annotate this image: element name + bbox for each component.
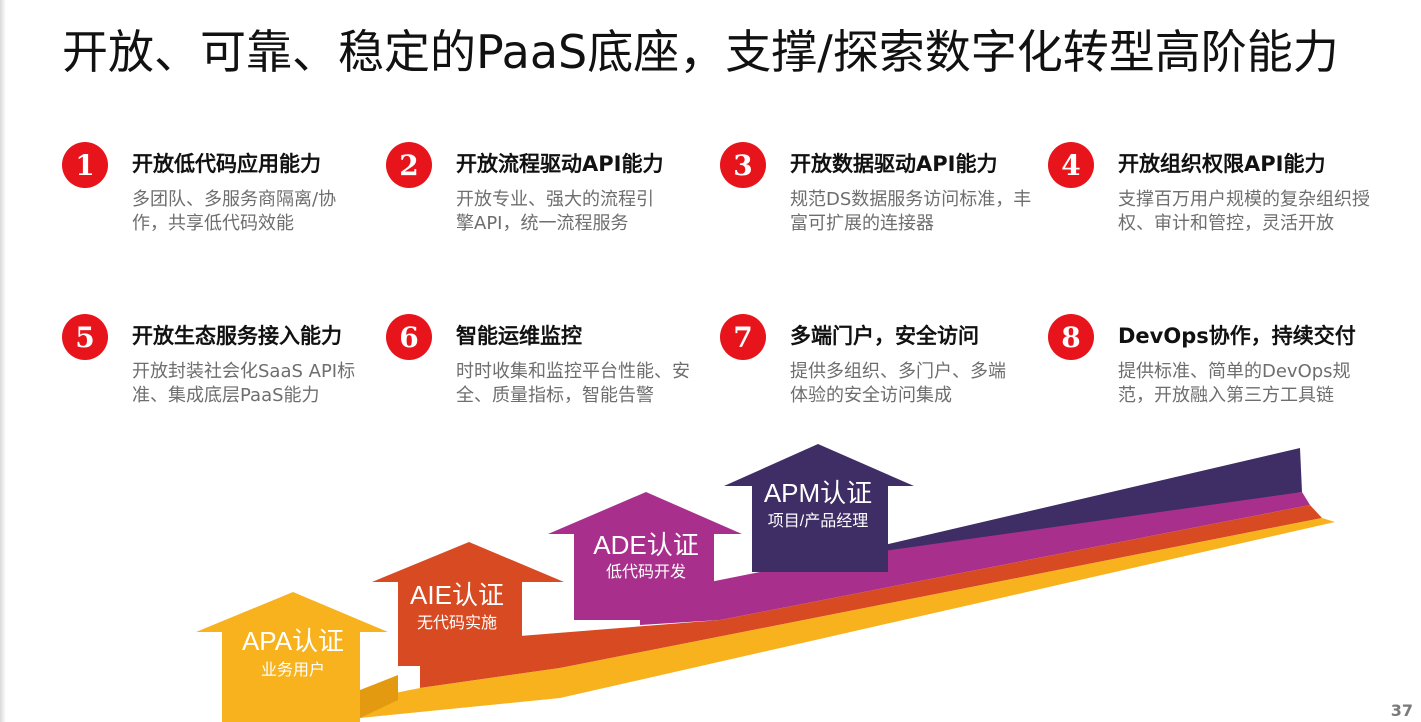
ribbon-yellow bbox=[360, 518, 1335, 718]
feature-description: 多团队、多服务商隔离/协作，共享低代码效能 bbox=[132, 189, 337, 234]
apa-cert-audience: 业务用户 bbox=[261, 661, 325, 679]
feature-title: DevOps协作，持续交付 bbox=[1118, 324, 1356, 348]
apm-arrow: APM认证 项目/产品经理 bbox=[724, 444, 914, 572]
aie-cert-audience: 无代码实施 bbox=[417, 614, 497, 632]
number-badge: 3 bbox=[720, 142, 766, 188]
feature-description: 规范DS数据服务访问标准，丰富可扩展的连接器 bbox=[790, 189, 1032, 234]
ade-cert-audience: 低代码开发 bbox=[606, 563, 686, 581]
feature-description: 提供标准、简单的DevOps规范，开放融入第三方工具链 bbox=[1118, 361, 1351, 406]
page-number: 37 bbox=[1390, 701, 1413, 720]
page-title: 开放、可靠、稳定的PaaS底座，支撑/探索数字化转型高阶能力 bbox=[62, 25, 1339, 79]
aie-cert-name: AIE认证 bbox=[410, 580, 504, 610]
number-badge: 7 bbox=[720, 314, 766, 360]
feature-title: 开放流程驱动API能力 bbox=[456, 152, 664, 176]
feature-description: 开放封装社会化SaaS API标准、集成底层PaaS能力 bbox=[132, 361, 356, 406]
apm-cert-name: APM认证 bbox=[764, 478, 872, 508]
ade-arrow: ADE认证 低代码开发 bbox=[548, 492, 742, 620]
number-badge: 2 bbox=[386, 142, 432, 188]
ade-cert-name: ADE认证 bbox=[593, 530, 698, 560]
feature-description: 时时收集和监控平台性能、安全、质量指标，智能告警 bbox=[456, 361, 690, 406]
feature-title: 开放生态服务接入能力 bbox=[132, 324, 342, 348]
number-badge: 4 bbox=[1048, 142, 1094, 188]
feature-title: 智能运维监控 bbox=[456, 324, 582, 348]
apm-cert-audience: 项目/产品经理 bbox=[768, 512, 868, 530]
ribbon-yellow-shade bbox=[360, 675, 398, 718]
ribbon-red bbox=[420, 505, 1322, 688]
feature-description: 提供多组织、多门户、多端体验的安全访问集成 bbox=[790, 361, 1006, 406]
feature-description: 支撑百万用户规模的复杂组织授权、审计和管控，灵活开放 bbox=[1118, 189, 1370, 234]
number-badge: 6 bbox=[386, 314, 432, 360]
apa-cert-name: APA认证 bbox=[242, 626, 344, 656]
aie-arrow: AIE认证 无代码实施 bbox=[372, 542, 564, 666]
feature-title: 开放低代码应用能力 bbox=[132, 152, 321, 176]
feature-title: 多端门户，安全访问 bbox=[790, 324, 979, 348]
ribbon-magenta bbox=[640, 492, 1310, 625]
number-badge: 8 bbox=[1048, 314, 1094, 360]
number-badge: 1 bbox=[62, 142, 108, 188]
feature-description: 开放专业、强大的流程引擎API，统一流程服务 bbox=[456, 189, 654, 234]
number-badge: 5 bbox=[62, 314, 108, 360]
left-edge-shadow bbox=[0, 0, 6, 722]
feature-title: 开放数据驱动API能力 bbox=[790, 152, 998, 176]
feature-title: 开放组织权限API能力 bbox=[1118, 152, 1326, 176]
apa-arrow: APA认证 业务用户 bbox=[196, 592, 388, 722]
